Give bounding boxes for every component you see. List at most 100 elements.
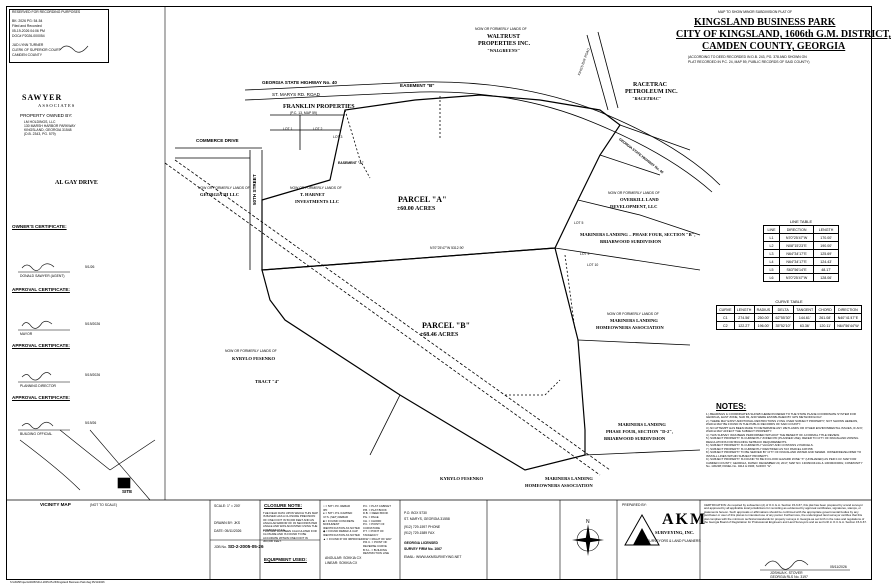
plat-note-2: PLAT RECORDED IN P.C. 24, MAP 59, PUBLIC…: [688, 60, 810, 64]
planning-sig-label: PLANNING DIRECTOR: [20, 384, 56, 388]
approval-cert-title: APPROVAL CERTIFICATE:: [12, 287, 70, 292]
building-cert-date: 5/19/26: [85, 421, 97, 425]
al-gay-drive-label: AL GAY DRIVE: [55, 180, 98, 186]
line-table-header: LINE: [762, 225, 781, 234]
plat-subtitle: MAP TO SHOW MINOR SUBDIVISION PLAT OF: [718, 10, 793, 14]
mayor-sig-label: MAYOR: [20, 332, 33, 336]
table-cell: 122.27': [733, 321, 755, 330]
notes-list: 1.) BEARINGS & COORDINATES SHOWN HEREON …: [706, 412, 866, 469]
table-cell: 48.17': [813, 265, 839, 274]
owner-addr1: 130 MARSH HARBOR PARKWAY: [24, 124, 76, 128]
legend-abbr: P.C. = POINT OF CURVATURE: [363, 522, 385, 530]
equipment-linear: LINEAR: SOKKIA CX: [325, 561, 358, 565]
mariners-hoa-1: NOW OR FORMERLY LANDS OF: [607, 312, 659, 316]
table-cell: N64°34'17"E: [779, 257, 815, 266]
north-arrow-icon: N: [572, 519, 604, 556]
mariners-d-1: MARINERS LANDING: [618, 422, 666, 427]
owner-addr2: KINGSLAND, GEORGIA 31548: [24, 128, 72, 132]
mariners-d-3: BRIARWOOD SUBDIVISION: [604, 436, 666, 441]
prepared-by-label: PREPARED BY:: [622, 503, 647, 507]
table-cell: N40°41'47"E: [833, 313, 863, 322]
parcel-a-boundary: [261, 94, 621, 271]
table-cell: N08°15'23"E: [779, 241, 815, 250]
akm-logo-icon: [624, 513, 660, 546]
parcel-b-label: PARCEL "B": [422, 321, 471, 330]
note-item: 3.) NO ATTEMPT HAS BEEN MADE TO DETERMIN…: [706, 425, 863, 434]
note-item: 5.) SUBJECT PROPERTY IS CURRENTLY ZONED …: [706, 436, 859, 444]
table-cell: L2: [762, 241, 781, 250]
vicinity-site-label: SITE: [122, 489, 133, 494]
legend-item: ◆ = FOUND REBAR & CAP: [323, 529, 358, 534]
curve-table-header: DELTA: [772, 305, 795, 314]
note-item: 8.) SUBJECT PROPERTY TO BE SERVED BY CIT…: [706, 450, 862, 458]
table-cell: L4: [762, 257, 781, 266]
overkill-3: DEVELOPMENT, LLC: [610, 204, 658, 209]
mayor-cert-date: 5/19/2026: [85, 322, 101, 326]
parcel-a-area: ±60.00 ACRES: [397, 206, 436, 212]
georgia-iii-2: GEORGIA III LLC: [200, 192, 240, 197]
stamp-line: Filed and Recorded: [12, 24, 42, 28]
racetrac-1: RACETRAC: [633, 82, 668, 88]
sawyer-sub: ASSOCIATES: [38, 103, 76, 108]
drawing-date: DATE: 05/11/2026: [214, 529, 242, 533]
notes-title: NOTES:: [716, 402, 747, 411]
plat-note-1: (ACCORDING TO DEED RECORDED IN D.B. 243,…: [688, 55, 807, 59]
plat-title-3: CAMDEN COUNTY, GEORGIA: [702, 41, 846, 52]
table-cell: 35°52'10": [772, 321, 795, 330]
table-cell: 274.56': [733, 313, 755, 322]
easement-a-label: EASEMENT "A": [338, 161, 364, 165]
table-cell: 190.00': [813, 241, 839, 250]
company-fax: (912) 729-1589 FAX: [404, 531, 435, 535]
table-cell: 170.00': [813, 233, 839, 242]
akm-tagline: SURVEYORS & LAND PLANNERS: [647, 539, 701, 543]
recording-box: [9, 9, 109, 63]
table-cell: 250.00': [753, 313, 774, 322]
legend-abbr: B.S.L. = BUILDING RESTRICTION LINE: [363, 547, 389, 556]
table-cell: C2: [716, 321, 735, 330]
mariners-hoa-3: HOMEOWNERS ASSOCIATION: [596, 325, 664, 330]
tract-4-label: TRACT "4": [255, 379, 280, 384]
drawn-by: DRAWN BY: JKS: [214, 521, 241, 525]
table-cell: L1: [762, 233, 781, 242]
parcel-b-boundary: [261, 247, 586, 471]
table-cell: 128.06': [813, 273, 839, 282]
legend-abbr: D.B. = DEED BOOK: [363, 511, 389, 516]
curve-table-header: LENGTH: [733, 305, 755, 314]
table-cell: N64°34'17"E: [779, 249, 815, 258]
legend-item: ● = 5/8" I.P.S./CAPPED: [323, 511, 353, 516]
curve-table-header: TANGENT: [793, 305, 817, 314]
recording-header: RESERVED FOR RECORDING PURPOSES: [12, 10, 81, 14]
table-cell: 120.11': [815, 321, 835, 330]
company-email: EMAIL: WWW.AKMSURVEYING.NET: [404, 555, 462, 559]
curve-table-header: RADIUS: [753, 305, 774, 314]
table-cell: N70°25'47"W: [779, 273, 815, 282]
company-po-box: P.O. BOX 5730: [404, 511, 427, 515]
racetrac-2: PETROLEUM INC.: [625, 89, 678, 95]
parcel-a-bearing: N70°25'47"W 5312.90': [430, 246, 465, 250]
table-cell: L5: [762, 265, 781, 274]
legend-abbr: CH. = CHORD: [363, 518, 382, 523]
stamp-line: CAMDEN COUNTY: [12, 53, 42, 57]
stamp-line: CLERK OF SUPERIOR COURT: [12, 48, 61, 52]
svg-text:N: N: [586, 519, 590, 525]
stamp-line: BK: 2026 PG: 54-54: [12, 19, 43, 23]
mariners-b-2: BRIARWOOD SUBDIVISION: [600, 239, 662, 244]
owner-cert-date: 5/1/26: [85, 265, 95, 269]
table-cell: 196.00': [753, 321, 774, 330]
table-cell: 144.61': [793, 313, 817, 322]
approval-cert-title: APPROVAL CERTIFICATE:: [12, 395, 70, 400]
owner-name: LM HOLDINGS, LLC: [24, 120, 56, 124]
mariners-hoa2-2: MARINERS LANDING: [545, 476, 593, 481]
lot-9-label: LOT 9: [580, 252, 590, 256]
easement-b-label: EASEMENT "B": [400, 83, 435, 88]
lot-3-label: LOT 3: [333, 135, 343, 139]
hammet-2: T. HARNET: [300, 192, 325, 197]
table-cell: S63°56'14"E: [779, 265, 815, 274]
scale-label: SCALE: 1" = 200': [214, 504, 241, 508]
